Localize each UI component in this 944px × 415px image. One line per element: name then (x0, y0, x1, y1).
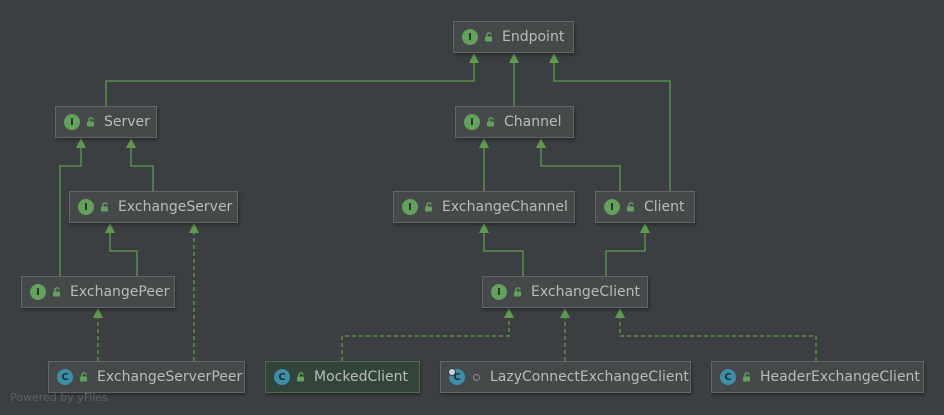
edge-headerclient-implements-exchangeclient (615, 308, 817, 361)
node-client[interactable]: I Client (595, 191, 695, 223)
public-lock-icon (425, 202, 432, 212)
node-label: Endpoint (502, 29, 565, 45)
public-lock-icon (514, 287, 521, 297)
edge-exchangechannel-extends-channel (479, 138, 489, 191)
arrowhead (640, 223, 650, 233)
node-label: ExchangeClient (531, 284, 640, 300)
arrowhead (93, 308, 103, 318)
edge-exchangeclient-extends-exchangechannel (479, 223, 524, 276)
node-endpoint[interactable]: I Endpoint (453, 21, 574, 53)
edge-exchangepeer-extends-server (59, 138, 86, 276)
node-exchange-server[interactable]: I ExchangeServer (69, 191, 238, 223)
edge-exchangeserverpeer-implements-exchangeserver (189, 223, 199, 361)
node-exchange-server-peer[interactable]: C ExchangeServerPeer (48, 361, 245, 393)
node-exchange-peer[interactable]: I ExchangePeer (21, 276, 175, 308)
arrowhead (126, 138, 136, 148)
arrowhead (479, 138, 489, 148)
node-label: ExchangeServerPeer (97, 369, 243, 385)
arrowhead (105, 223, 115, 233)
arrowhead (615, 308, 625, 318)
interface-icon: I (491, 284, 507, 300)
node-label: Client (644, 199, 685, 215)
arrowhead (76, 138, 86, 148)
arrowhead (549, 53, 559, 63)
node-channel[interactable]: I Channel (455, 106, 574, 138)
public-lock-icon (80, 372, 87, 382)
interface-icon: I (64, 114, 80, 130)
edge-client-extends-channel (536, 138, 621, 191)
edge-channel-extends-endpoint (509, 53, 519, 106)
node-label: ExchangePeer (70, 284, 170, 300)
node-label: HeaderExchangeClient (760, 369, 920, 385)
node-label: ExchangeChannel (442, 199, 568, 215)
node-exchange-channel[interactable]: I ExchangeChannel (393, 191, 575, 223)
node-header-exchange-client[interactable]: C HeaderExchangeClient (711, 361, 924, 393)
node-exchange-client[interactable]: I ExchangeClient (482, 276, 648, 308)
node-lazy-connect-exchange-client[interactable]: C LazyConnectExchangeClient (440, 361, 691, 393)
edge-exchangepeer-extends-exchangeserver (105, 223, 138, 276)
public-lock-icon (101, 202, 108, 212)
edge-exchangeserverpeer-implements-exchangepeer (93, 308, 103, 361)
arrowhead (479, 223, 489, 233)
powered-by-footer: Powered by yFiles (10, 391, 108, 404)
edge-mockedclient-implements-exchangeclient (341, 308, 514, 361)
public-lock-icon (485, 32, 492, 42)
arrowhead (560, 308, 570, 318)
arrowhead (189, 223, 199, 233)
public-lock-icon (87, 117, 94, 127)
node-label: MockedClient (314, 369, 408, 385)
node-label: Server (104, 114, 150, 130)
public-lock-icon (627, 202, 634, 212)
public-lock-icon (53, 287, 60, 297)
node-label: LazyConnectExchangeClient (490, 369, 689, 385)
interface-icon: I (462, 29, 478, 45)
node-label: ExchangeServer (118, 199, 233, 215)
node-server[interactable]: I Server (55, 106, 157, 138)
interface-icon: I (464, 114, 480, 130)
public-lock-icon (743, 372, 750, 382)
class-icon: C (274, 369, 290, 385)
edge-client-extends-endpoint (549, 53, 671, 191)
class-icon: C (720, 369, 736, 385)
arrowhead (504, 308, 514, 318)
interface-icon: I (604, 199, 620, 215)
package-visibility-icon (473, 373, 480, 381)
arrowhead (469, 53, 479, 63)
public-lock-icon (297, 372, 304, 382)
edge-exchangeserver-extends-server (126, 138, 154, 191)
node-mocked-client[interactable]: C MockedClient (265, 361, 420, 393)
interface-icon: I (30, 284, 46, 300)
abstract-class-icon: C (448, 368, 465, 385)
node-label: Channel (504, 114, 562, 130)
edge-server-extends-endpoint (105, 53, 479, 106)
arrowhead (536, 138, 546, 148)
interface-icon: I (78, 199, 94, 215)
arrowhead (509, 53, 519, 63)
class-icon: C (57, 369, 73, 385)
edge-exchangeclient-extends-client (605, 223, 650, 276)
public-lock-icon (487, 117, 494, 127)
interface-icon: I (402, 199, 418, 215)
edge-lazyclient-implements-exchangeclient (560, 308, 570, 361)
